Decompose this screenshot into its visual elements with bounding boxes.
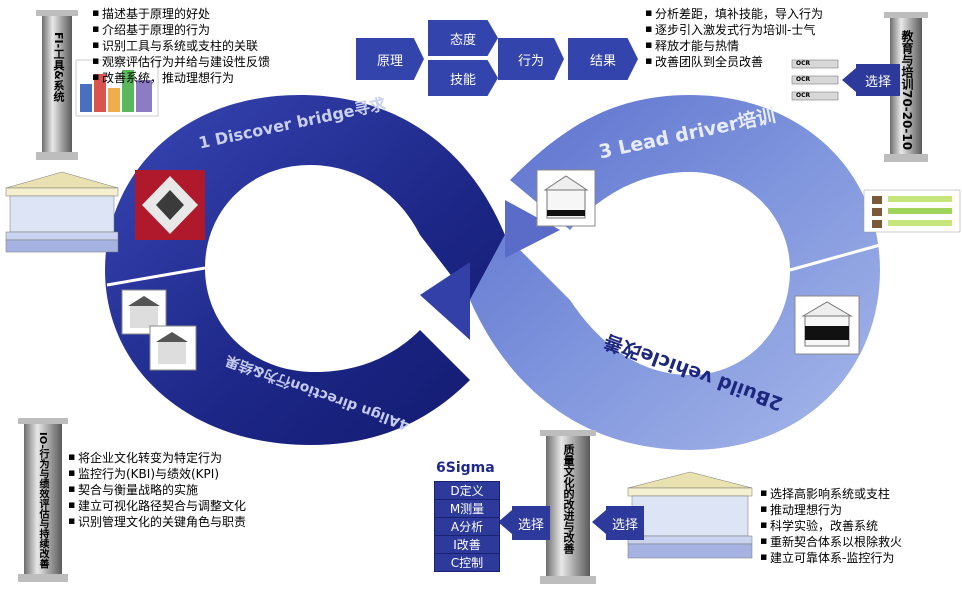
list-item: 推动理想行为 xyxy=(760,501,902,518)
ocr-label-3: OCR xyxy=(796,92,811,99)
sigma-step-analyze: A分析 xyxy=(434,517,500,536)
bullets-bottom-left: 将企业文化转变为特定行为 监控行为(KBI)与绩效(KPI) 契合与衡量战略的实… xyxy=(68,449,246,530)
temple-left xyxy=(5,171,119,253)
flow-principle: 原理 xyxy=(356,38,424,80)
flow-result: 结果 xyxy=(568,38,638,80)
pillar-label-training: 教育与培训70-20-10 xyxy=(900,30,914,151)
ocr-label-2: OCR xyxy=(796,76,811,83)
list-item: 契合与衡量战略的实施 xyxy=(68,481,246,498)
list-item: 将企业文化转变为特定行为 xyxy=(68,449,246,466)
pillar-top-left xyxy=(36,10,78,160)
house-icon-left-2 xyxy=(149,325,197,371)
list-item: 科学实验，改善系统 xyxy=(760,517,902,534)
pillar-label-quality: 质量文化的改进与改善 xyxy=(562,444,575,554)
sigma-step-measure: M测量 xyxy=(434,499,500,518)
training-matrix-thumbnail xyxy=(863,189,961,233)
temple-bottom-right xyxy=(627,471,753,559)
list-item: 建立可视化路径契合与调整文化 xyxy=(68,497,246,514)
list-item: 重新契合体系以根除救火 xyxy=(760,533,902,550)
flow-skill: 技能 xyxy=(428,60,498,96)
center-arrow-left xyxy=(420,262,470,340)
select-button-quality: 选择 xyxy=(606,506,644,540)
select-button-training: 选择 xyxy=(856,64,900,96)
sigma-step-improve: I改善 xyxy=(434,535,500,554)
pillar-bottom-left xyxy=(18,418,68,582)
center-arrow-right xyxy=(505,200,560,258)
pillar-bottom-center xyxy=(540,430,596,584)
list-item: 识别管理文化的关键角色与职责 xyxy=(68,513,246,530)
discover-diamond-icon xyxy=(135,170,205,240)
list-item: 识别工具与系统或支柱的关联 xyxy=(92,37,270,54)
list-item: 分析差距，填补技能，导入行为 xyxy=(645,5,823,22)
bullets-bottom-right: 选择高影响系统或支柱 推动理想行为 科学实验，改善系统 重新契合体系以根除救火 … xyxy=(760,485,902,566)
list-item: 观察评估行为并给与建设性反馈 xyxy=(92,53,270,70)
list-item: 描述基于原理的好处 xyxy=(92,5,270,22)
list-item: 选择高影响系统或支柱 xyxy=(760,485,902,502)
house-icon-right-2 xyxy=(794,295,860,355)
list-item: 释放才能与热情 xyxy=(645,37,823,54)
list-item: 改善团队到全员改善 xyxy=(645,53,823,70)
arrow-select-bottom-left xyxy=(498,510,512,534)
arrow-select-bottom-right xyxy=(592,510,606,534)
list-item: 建立可靠体系-监控行为 xyxy=(760,549,902,566)
list-item: 改善系统，推动理想行为 xyxy=(92,69,270,86)
sigma-title: 6Sigma xyxy=(436,460,495,476)
arrow-select-top-right xyxy=(842,68,856,92)
sigma-step-control: C控制 xyxy=(434,553,500,572)
bullets-top-left: 描述基于原理的好处 介绍基于原理的行为 识别工具与系统或支柱的关联 观察评估行为… xyxy=(92,5,270,86)
sigma-step-define: D定义 xyxy=(434,481,500,500)
flow-attitude: 态度 xyxy=(428,20,498,56)
list-item: 监控行为(KBI)与绩效(KPI) xyxy=(68,465,246,482)
list-item: 逐步引入激发式行为培训-士气 xyxy=(645,21,823,38)
flow-behavior: 行为 xyxy=(498,38,564,80)
pillar-label-tools: FI-工具&系统 xyxy=(52,32,65,102)
pillar-label-behavior: IO-行为与绩效评估与持续改善 xyxy=(37,432,48,569)
bullets-top-right: 分析差距，填补技能，导入行为 逐步引入激发式行为培训-士气 释放才能与热情 改善… xyxy=(645,5,823,70)
house-icon-right-1 xyxy=(536,169,596,227)
list-item: 介绍基于原理的行为 xyxy=(92,21,270,38)
select-button-sigma: 选择 xyxy=(512,506,550,540)
